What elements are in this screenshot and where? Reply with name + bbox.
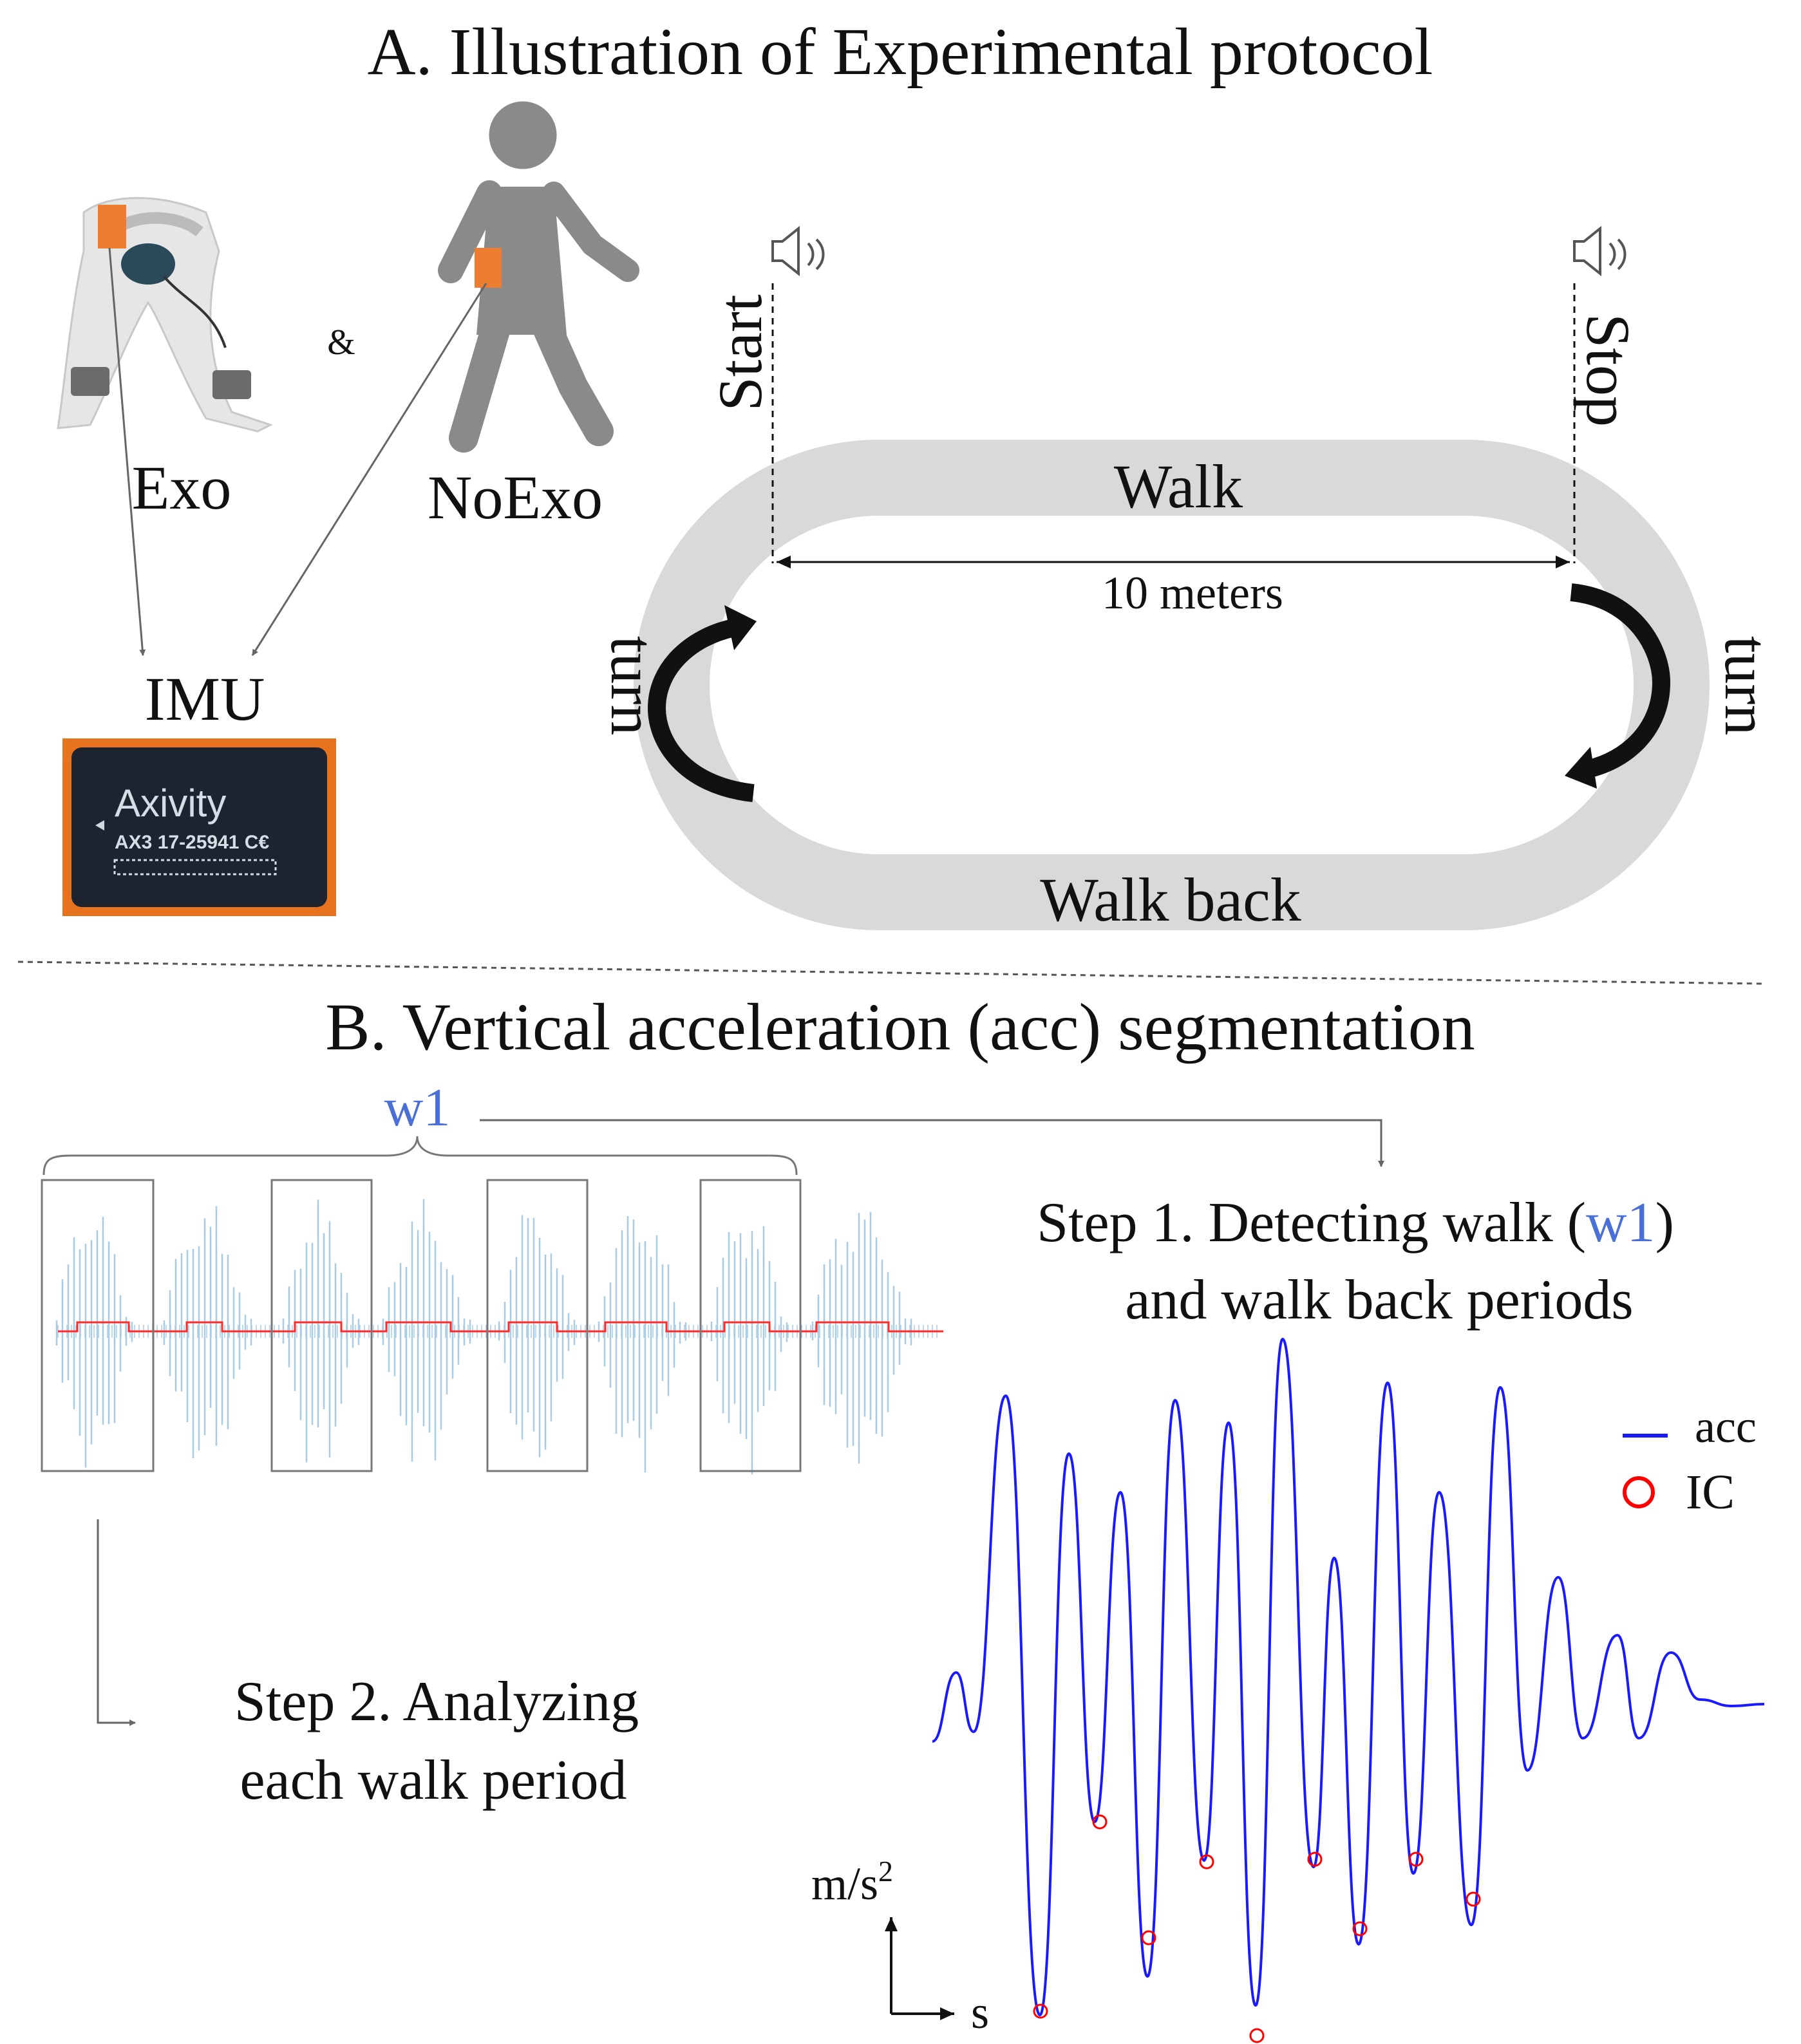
exo-to-imu-arrow: [108, 247, 146, 656]
turn-left-arrow: [647, 605, 757, 802]
exo-label: Exo: [132, 453, 232, 522]
imu-model: AX3 17-25941 C€: [115, 832, 269, 853]
start-speaker-icon: [771, 225, 825, 277]
ic-marker: [1141, 1930, 1156, 1946]
walk-period-box-1: [41, 1179, 155, 1472]
overview-signal-bursts: [55, 1199, 938, 1475]
stop-label: Stop: [1574, 314, 1643, 427]
exoskeleton-figure: [57, 197, 273, 433]
walking-track: [634, 440, 1710, 930]
imu-brand: Axivity: [115, 782, 226, 825]
step2-line1: Step 2. Analyzing: [234, 1671, 639, 1733]
axes-indicator: m/s2 s: [811, 1855, 989, 2038]
step1-line2: and walk back periods: [1125, 1269, 1633, 1331]
w1-label: w1: [384, 1078, 451, 1138]
step1-line1: Step 1. Detecting walk (w1): [1037, 1192, 1674, 1254]
ic-markers: [1033, 1814, 1481, 2043]
imu-label: IMU: [145, 664, 265, 733]
distance-label: 10 meters: [1102, 567, 1283, 619]
w1-to-step1-arrow: [480, 1119, 1384, 1167]
x-axis-unit: s: [971, 1987, 989, 2038]
ic-marker: [1307, 1852, 1323, 1867]
to-step2-arrow: [97, 1519, 136, 1726]
y-axis-unit: m/s2: [811, 1855, 893, 1909]
ic-marker: [1408, 1852, 1424, 1867]
ic-marker: [1033, 2003, 1048, 2019]
section-divider: [17, 961, 1765, 985]
walk-period-box-2: [270, 1179, 373, 1472]
acc-overview-plot: [41, 1179, 943, 1475]
legend: acc IC: [1623, 1401, 1757, 1519]
ic-marker: [1466, 1891, 1481, 1907]
exo-sensor-marker: [98, 205, 126, 248]
turn-right-arrow: [1565, 583, 1671, 789]
section-b-title: B. Vertical acceleration (acc) segmentat…: [325, 990, 1475, 1064]
walk-period-box-4: [699, 1179, 802, 1472]
segmentation-line: [58, 1321, 943, 1333]
noexo-sensor-marker: [475, 248, 502, 288]
noexo-to-imu-arrow: [251, 283, 487, 656]
person-walking-icon: [438, 101, 639, 453]
stop-speaker-icon: [1573, 225, 1627, 277]
legend-ic-label: IC: [1686, 1465, 1735, 1519]
start-label: Start: [706, 294, 775, 411]
acc-signal-line: [932, 1337, 1765, 2017]
step2-line2: each walk period: [240, 1749, 627, 1812]
ic-marker: [1352, 1921, 1368, 1936]
w1-brace: [42, 1136, 798, 1176]
legend-ic-swatch: [1623, 1476, 1655, 1508]
walk-label: Walk: [1114, 452, 1243, 521]
walk-back-label: Walk back: [1040, 865, 1301, 934]
ic-marker: [1199, 1854, 1214, 1870]
ic-marker: [1092, 1814, 1108, 1830]
acc-detail-plot: [932, 1337, 1765, 2043]
ampersand: &: [327, 323, 355, 362]
noexo-label: NoExo: [428, 463, 603, 532]
section-a-title: A. Illustration of Experimental protocol: [368, 15, 1433, 89]
imu-device: Axivity AX3 17-25941 C€: [62, 738, 336, 916]
walk-period-box-3: [486, 1179, 589, 1472]
turn-right-label: turn: [1712, 636, 1781, 736]
ic-marker: [1249, 2028, 1265, 2043]
legend-acc-label: acc: [1695, 1401, 1757, 1452]
